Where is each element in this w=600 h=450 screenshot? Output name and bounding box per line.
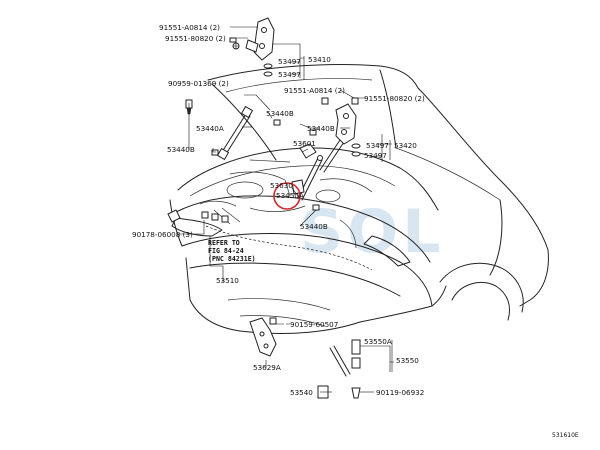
label-53440b-2: 53440B [307,124,335,133]
label-53440b-3: 53440B [167,145,195,154]
cushion-assembly [317,339,361,399]
label-53601: 53601 [293,139,316,148]
label-53497-left-1: 53497 [278,57,301,66]
callout-labels: 91551-A0814 (2) 91551-80820 (2) 53410 53… [132,23,579,439]
label-53540: 53540 [290,388,313,397]
label-frames [303,56,393,372]
highlight-circle [273,182,301,210]
label-53450a: 53450A [276,191,304,200]
hood-hinge-right [335,103,357,145]
label-91551-a0814-right: 91551-A0814 (2) [284,86,345,95]
hood-support-right [319,139,345,173]
hood-lock-bracket [249,155,323,195]
front-bracket [249,317,277,357]
label-53497-right-1: 53497 [366,141,389,150]
label-90119-06932: 90119-06932 [376,388,424,397]
label-53497-left-2: 53497 [278,70,301,79]
label-91551-80820-right: 91551-80820 (2) [364,94,425,103]
refer-line-2: FIG 84-24 [208,247,244,255]
label-91551-80820-left: 91551-80820 (2) [165,34,226,43]
car-body-outline [169,64,549,335]
label-53440b-lower: 53440B [300,222,328,231]
label-90178-06008: 90178-06008 (3) [132,230,193,239]
hood-hinge-left [245,17,275,61]
label-53550: 53550 [396,356,419,365]
figure-number: 531610E [552,432,579,439]
label-53497-right-2: 53497 [364,151,387,160]
label-53630: 53630 [270,181,293,190]
refer-line-3: (PNC 84231E) [208,255,256,263]
label-90159-60507: 90159-60507 [290,320,338,329]
label-53440b-1: 53440B [266,109,294,118]
label-53410: 53410 [308,55,331,64]
label-90959-01369: 90959-01369 (2) [168,79,229,88]
leader-lines [178,26,394,393]
refer-line-1: REFER TO [208,239,240,247]
hood-support-left [216,105,254,161]
label-53550a: 53550A [364,337,392,346]
label-53420: 53420 [394,141,417,150]
watermark-text: SOL [300,197,444,267]
label-53629a: 53629A [253,363,281,372]
hood-seal [205,225,373,271]
label-53510: 53510 [216,276,239,285]
label-53440a: 53440A [196,124,224,133]
label-91551-a0814-left: 91551-A0814 (2) [159,23,220,32]
